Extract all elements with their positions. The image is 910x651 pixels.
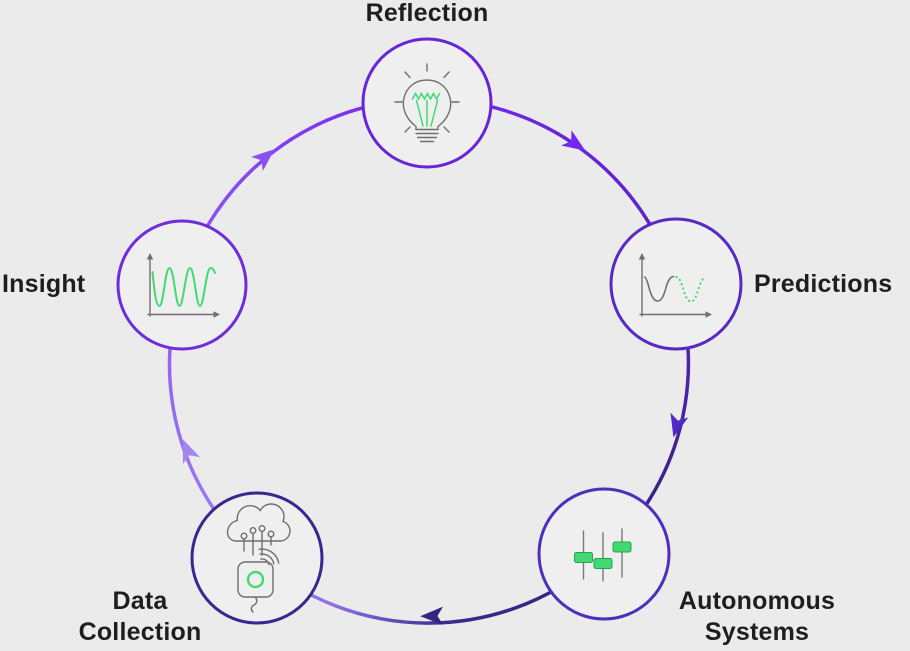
arrow-icon [420,606,444,626]
cycle-arrowheads [182,130,689,626]
node-insight [116,219,248,351]
node-reflection [361,37,493,169]
sine-wave-chart-icon [146,253,220,318]
node-label-reflection: Reflection [365,0,489,27]
cloud-sensor-icon [226,503,291,613]
arrow-icon [251,149,275,171]
node-label-data-collection: Data Collection [78,587,202,646]
node-predictions [609,217,743,351]
node-label-autonomous-systems: Autonomous Systems [678,587,836,646]
forecast-chart-icon [638,253,712,318]
arrow-icon [561,130,586,151]
node-label-predictions: Predictions [754,270,893,298]
arrow-icon [182,439,200,464]
node-autonomous-systems [537,487,671,621]
node-label-insight: Insight [2,270,86,298]
node-data-collection [190,491,324,625]
arrow-icon [670,412,689,438]
lightbulb-icon [394,63,460,143]
sliders-icon [574,528,632,582]
